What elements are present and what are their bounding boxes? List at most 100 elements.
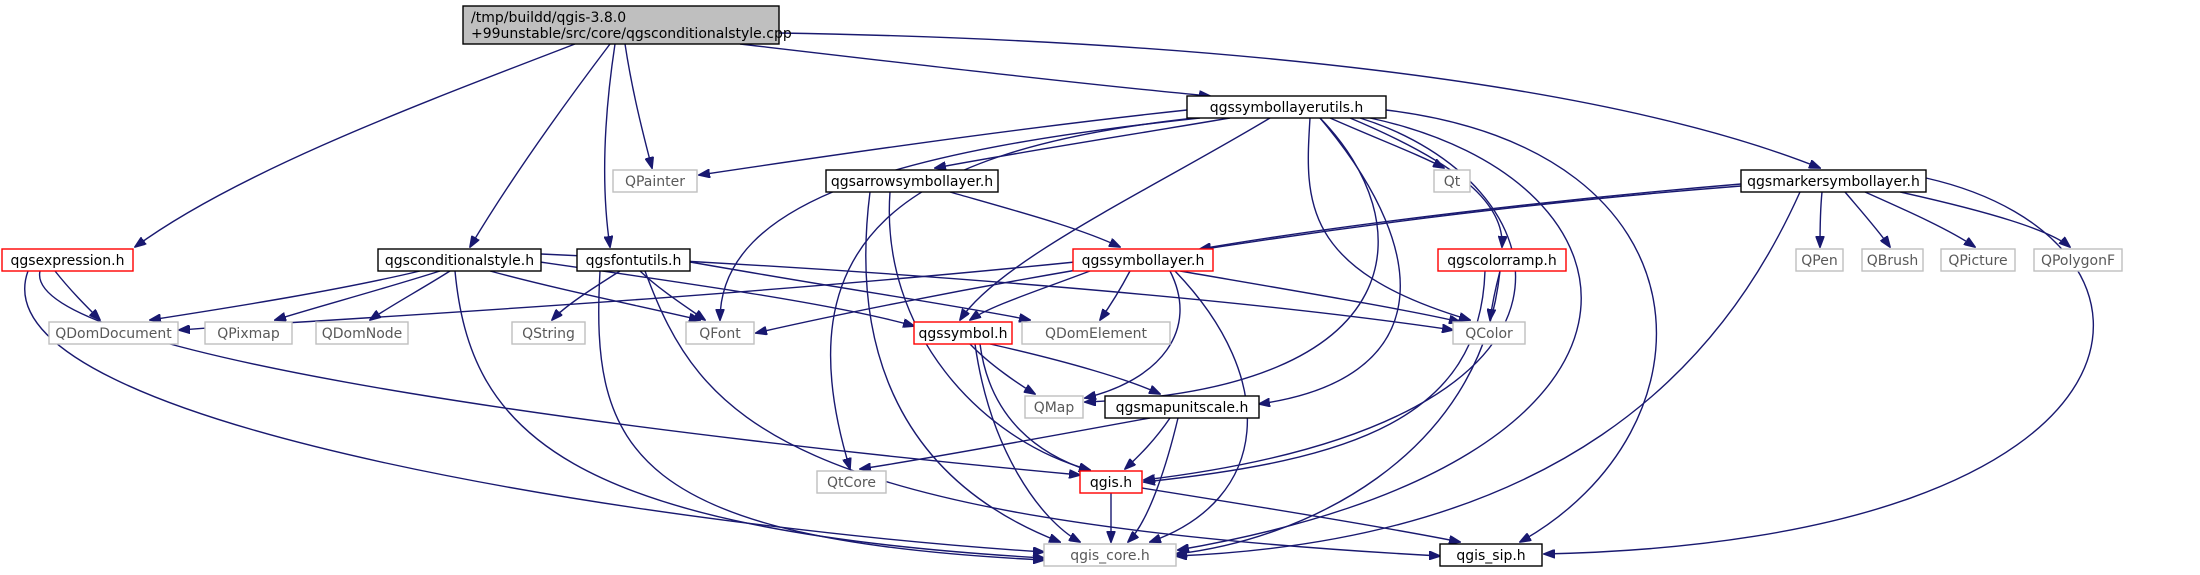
edge-line (960, 117, 1271, 320)
edge-line (829, 117, 1196, 469)
edge-line (756, 185, 1742, 333)
edge-qgsmapunitscale-to-qgis_core (1128, 417, 1179, 542)
edge-line (39, 270, 1080, 475)
edge-qgssymbollayerutils-to-qfont (720, 117, 1201, 320)
node-qdomelement: QDomElement (1021, 321, 1171, 345)
edge-qgssymbollayerutils-to-qgis_sip (1385, 109, 1658, 542)
node-label: qgsconditionalstyle.h (385, 253, 534, 269)
edge-line (1820, 191, 1822, 247)
node-box (1104, 395, 1260, 419)
edge-qgsexpression-to-qgis_core (24, 270, 1044, 552)
node-box (2033, 248, 2123, 272)
edge-line (624, 43, 652, 168)
edge-qgsconditionalstyle-to-qgis_core (454, 270, 1044, 558)
edge-qgsmarkersymbollayer-to-qpolygonf (1899, 191, 2070, 247)
node-qpixmap: QPixmap (204, 321, 293, 345)
node-label: qgsfontutils.h (586, 253, 682, 269)
edge-qgssymbollayerutils-to-qt (1329, 117, 1444, 168)
node-label: qgsarrowsymbollayer.h (831, 174, 993, 190)
edge-qgsconditionalstyle-to-qpixmap (275, 270, 441, 320)
node-box (48, 321, 179, 345)
node-box (1079, 470, 1143, 494)
edge-qgsarrowsymbollayer-to-qgssymbollayer (949, 191, 1120, 247)
edge-qgsconditionalstyle-to-qdomnode (370, 270, 451, 320)
node-box (685, 321, 755, 345)
edge-root-to-qgssymbollayerutils (739, 43, 1210, 96)
node-label: qgscolorramp.h (1447, 253, 1556, 269)
edge-line (470, 43, 611, 247)
edge-line (689, 261, 1030, 320)
node-qdomnode: QDomNode (315, 321, 409, 345)
node-box (576, 248, 691, 272)
edge-line (454, 270, 1044, 558)
node-box (1, 248, 134, 272)
node-qpen: QPen (1795, 248, 1844, 272)
edge-line (603, 43, 616, 247)
node-box (1795, 248, 1844, 272)
edge-line (24, 270, 1044, 552)
edge-line (370, 270, 451, 320)
edge-qgsfontutils-to-qdomelement (689, 261, 1030, 320)
node-qdomdocument: QDomDocument (48, 321, 179, 345)
node-qgsmapunitscale[interactable]: qgsmapunitscale.h (1104, 395, 1260, 419)
edge-qgsarrowsymbollayer-to-qgis_core (865, 191, 1060, 542)
node-qgssymbollayer[interactable]: qgssymbollayer.h (1072, 248, 1214, 272)
node-qgsfontutils[interactable]: qgsfontutils.h (576, 248, 691, 272)
edge-qgsmarkersymbollayer-to-qpicture (1864, 191, 1975, 247)
edge-qgssymbol-to-qgis_core (974, 343, 1080, 542)
node-box (1433, 169, 1471, 193)
edge-line (489, 270, 700, 320)
node-qgsexpression[interactable]: qgsexpression.h (1, 248, 134, 272)
node-qgis[interactable]: qgis.h (1079, 470, 1143, 494)
edge-line (979, 343, 1090, 471)
edge-qgsarrowsymbollayer-to-qgis (888, 191, 1090, 470)
node-label: qgssymbollayerutils.h (1210, 100, 1364, 116)
edge-line (970, 270, 1091, 320)
edge-root-to-qgsconditionalstyle (470, 43, 611, 247)
edge-qgsmarkersymbollayer-to-qbrush (1844, 191, 1890, 247)
node-label: QDomElement (1045, 326, 1147, 342)
edge-root-to-qgsexpression (135, 43, 576, 247)
node-qgsconditionalstyle[interactable]: qgsconditionalstyle.h (377, 248, 542, 272)
edge-qgsfontutils-to-qstring (552, 270, 621, 320)
node-qtcore: QtCore (816, 470, 887, 494)
edge-line (949, 191, 1120, 247)
node-qgis_sip[interactable]: qgis_sip.h (1439, 543, 1543, 567)
edge-line (644, 270, 1440, 556)
node-root[interactable]: /tmp/buildd/qgis-3.8.0+99unstable/src/co… (462, 5, 792, 45)
edge-qgssymbollayer-to-qmap (1085, 270, 1181, 398)
edge-line (1329, 117, 1444, 168)
node-box (1861, 248, 1924, 272)
node-label: QtCore (827, 475, 876, 491)
node-label: qgis_core.h (1070, 548, 1150, 564)
node-label: QDomNode (322, 326, 403, 342)
node-qgsarrowsymbollayer[interactable]: qgsarrowsymbollayer.h (825, 169, 999, 193)
node-label: QPicture (1948, 253, 2007, 269)
node-qgscolorramp[interactable]: qgscolorramp.h (1437, 248, 1567, 272)
node-qgis_core: qgis_core.h (1043, 543, 1177, 567)
edge-line (1144, 117, 1517, 480)
edge-line (1176, 191, 1801, 556)
node-qbrush: QBrush (1861, 248, 1924, 272)
edge-line (1085, 270, 1181, 398)
node-qgssymbollayerutils[interactable]: qgssymbollayerutils.h (1186, 95, 1387, 119)
edge-qgssymbollayerutils-to-qgssymbol (960, 117, 1271, 320)
node-label: QString (522, 326, 575, 342)
edge-qgssymbollayerutils-to-qpainter (699, 109, 1188, 175)
node-qpainter: QPainter (612, 169, 698, 193)
node-box (913, 321, 1013, 345)
node-qgssymbol[interactable]: qgssymbol.h (913, 321, 1013, 345)
node-box (1437, 248, 1567, 272)
node-label: qgsexpression.h (11, 253, 125, 269)
edge-line (860, 417, 1151, 469)
edge-line (739, 43, 1210, 96)
node-qcolor: QColor (1452, 321, 1526, 345)
node-qgsmarkersymbollayer[interactable]: qgsmarkersymbollayer.h (1740, 169, 1927, 193)
edge-line (1128, 417, 1179, 542)
edge-line (540, 253, 1453, 330)
node-box (204, 321, 293, 345)
edge-line (699, 109, 1188, 175)
node-label: QPainter (625, 174, 685, 190)
edge-line (1259, 117, 1401, 404)
